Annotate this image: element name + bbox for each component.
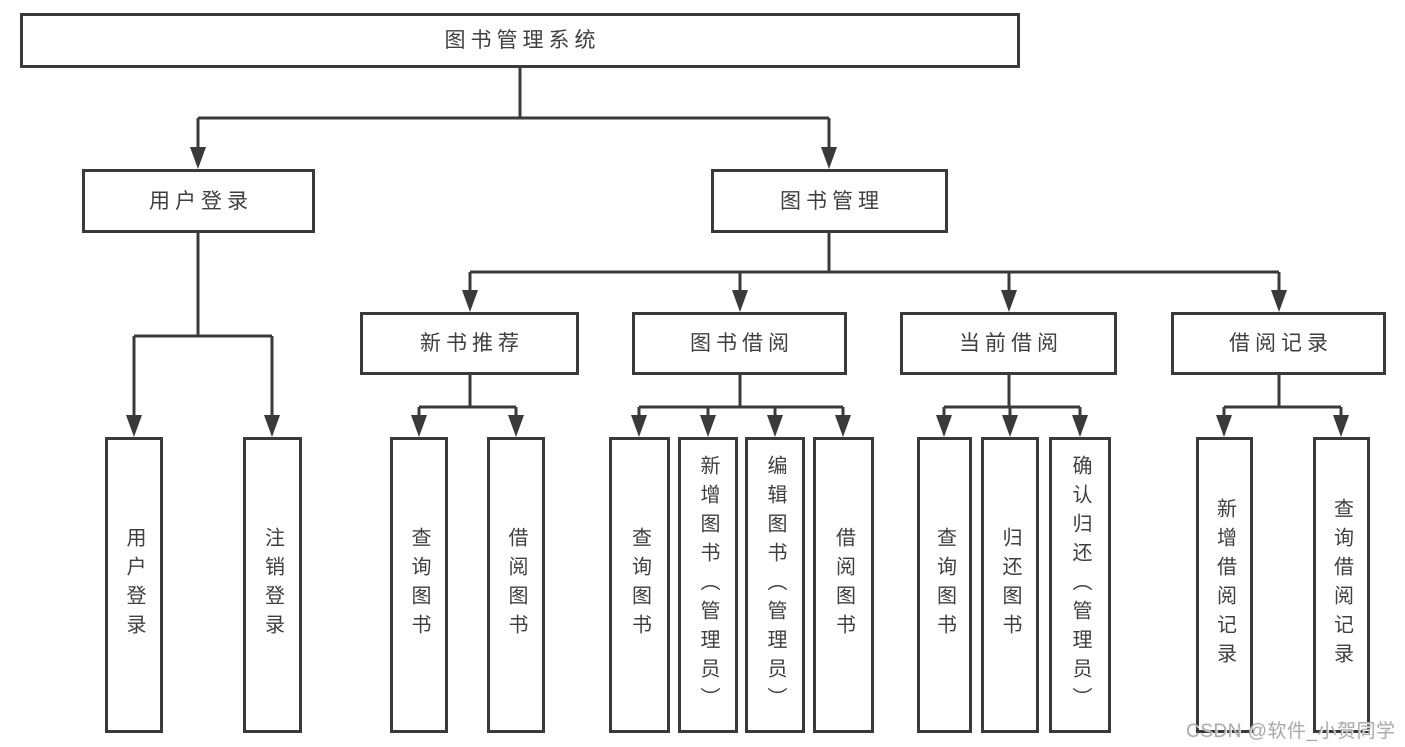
- node-book-borrowing: 图书借阅: [632, 312, 847, 375]
- leaf-borrow-books-borrowing: 借阅图书: [813, 437, 874, 733]
- leaf-edit-book-admin-label: 编辑图书（管理员）: [764, 454, 786, 716]
- node-current-borrowing: 当前借阅: [900, 312, 1117, 375]
- leaf-query-books-borrowing: 查询图书: [609, 437, 670, 733]
- leaf-query-borrow-record-label: 查询借阅记录: [1330, 498, 1353, 672]
- leaf-query-books-recommend-label: 查询图书: [408, 527, 430, 643]
- leaf-query-books-borrowing-label: 查询图书: [628, 527, 651, 643]
- leaf-return-book-label: 归还图书: [999, 527, 1021, 643]
- leaf-logout: 注销登录: [243, 437, 302, 733]
- leaf-confirm-return-admin-label: 确认归还（管理员）: [1069, 454, 1091, 716]
- leaf-return-book: 归还图书: [981, 437, 1039, 733]
- node-book-borrowing-label: 图书借阅: [690, 332, 794, 355]
- node-user-login-branch: 用户登录: [82, 169, 315, 233]
- node-new-book-recommend-label: 新书推荐: [420, 332, 524, 355]
- leaf-borrow-books-recommend: 借阅图书: [487, 437, 545, 733]
- node-root-label: 图书管理系统: [444, 29, 601, 52]
- node-book-management: 图书管理: [711, 169, 948, 233]
- leaf-borrow-books-recommend-label: 借阅图书: [505, 527, 527, 643]
- leaf-logout-label: 注销登录: [261, 527, 284, 643]
- arrowheads: [126, 147, 1349, 437]
- leaf-add-book-admin: 新增图书（管理员）: [678, 437, 738, 733]
- leaf-query-books-current-label: 查询图书: [933, 527, 956, 643]
- node-borrowing-records-label: 借阅记录: [1229, 332, 1333, 355]
- csdn-watermark: CSDN @软件_小贺同学: [1186, 721, 1396, 742]
- leaf-add-book-admin-label: 新增图书（管理员）: [697, 454, 719, 716]
- node-borrowing-records: 借阅记录: [1171, 312, 1386, 375]
- leaf-confirm-return-admin: 确认归还（管理员）: [1049, 437, 1111, 733]
- leaf-add-borrow-record: 新增借阅记录: [1196, 437, 1253, 733]
- node-new-book-recommend: 新书推荐: [360, 312, 579, 375]
- node-current-borrowing-label: 当前借阅: [959, 332, 1063, 355]
- leaf-query-borrow-record: 查询借阅记录: [1313, 437, 1370, 733]
- leaf-query-books-recommend: 查询图书: [390, 437, 448, 733]
- leaf-add-borrow-record-label: 新增借阅记录: [1213, 498, 1236, 672]
- leaf-user-login-label: 用户登录: [123, 527, 145, 643]
- node-user-login-branch-label: 用户登录: [149, 189, 253, 213]
- leaf-borrow-books-borrowing-label: 借阅图书: [832, 527, 855, 643]
- leaf-query-books-current: 查询图书: [917, 437, 972, 733]
- connector-paths: [132, 68, 1343, 417]
- node-root: 图书管理系统: [20, 13, 1020, 68]
- leaf-edit-book-admin: 编辑图书（管理员）: [745, 437, 805, 733]
- node-book-management-label: 图书管理: [780, 189, 884, 213]
- leaf-user-login: 用户登录: [105, 437, 163, 733]
